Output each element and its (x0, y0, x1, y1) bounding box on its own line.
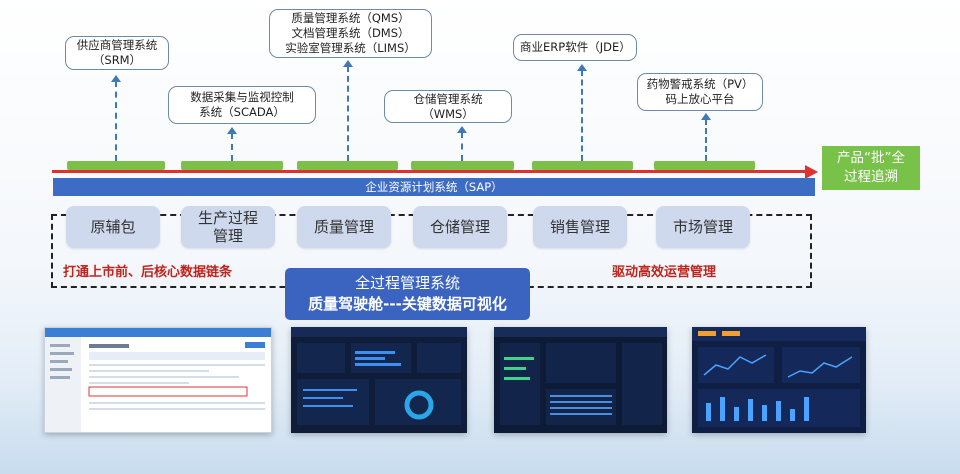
jde-arrow (581, 70, 583, 161)
srm-line-2: （SRM） (92, 53, 142, 67)
wms-arrowhead-icon (457, 126, 467, 133)
scada-arrow (231, 133, 233, 161)
qms-system-box: 质量管理系统（QMS） 文档管理系统（DMS） 实验室管理系统（LIMS） (269, 9, 432, 58)
scada-arrowhead-icon (227, 127, 237, 134)
right-caption: 驱动高效运营管理 (612, 265, 717, 280)
qms-line-3: 实验室管理系统（LIMS） (285, 41, 416, 55)
srm-arrow (115, 81, 117, 161)
left-caption: 打通上市前、后核心数据链条 (63, 265, 233, 280)
pv-system-box: 药物警戒系统（PV） 码上放心平台 (637, 73, 763, 111)
module-marketing: 市场管理 (656, 206, 750, 248)
scada-line-1: 数据采集与监视控制 (190, 90, 294, 104)
qms-line-1: 质量管理系统（QMS） (291, 11, 410, 25)
module-sales: 销售管理 (533, 206, 627, 248)
central-line-1: 全过程管理系统 (354, 274, 460, 292)
central-system-box: 全过程管理系统 质量驾驶舱---关键数据可视化 (285, 268, 530, 320)
screenshot-2-art (291, 327, 467, 425)
module-raw-materials: 原辅包 (66, 206, 160, 248)
module-production-line-1: 生产过程 (197, 209, 258, 227)
module-warehouse: 仓储管理 (413, 206, 507, 248)
qms-line-2: 文档管理系统（DMS） (291, 26, 410, 40)
system-screenshot-3 (494, 327, 667, 433)
central-line-2: 质量驾驶舱---关键数据可视化 (308, 295, 507, 313)
jde-system-box: 商业ERP软件（JDE） (513, 34, 637, 61)
scada-line-2: 系统（SCADA） (199, 105, 285, 119)
green-bar-6 (654, 161, 755, 170)
screenshot-3-art (494, 327, 667, 425)
green-bar-2 (181, 161, 283, 170)
module-warehouse-label: 仓储管理 (429, 218, 490, 236)
product-traceability-box: 产品“批”全 过程追溯 (822, 146, 920, 190)
jde-arrowhead-icon (577, 64, 587, 71)
green-bar-3 (297, 161, 398, 170)
srm-system-box: 供应商管理系统 （SRM） (65, 36, 169, 70)
product-line-1: 产品“批”全 (837, 150, 905, 166)
module-production: 生产过程 管理 (181, 206, 275, 248)
traceability-arrow-line (52, 170, 807, 173)
system-screenshot-1 (44, 327, 272, 433)
module-quality: 质量管理 (297, 206, 391, 248)
traceability-arrowhead-icon (805, 165, 818, 179)
wms-line-1: 仓储管理系统（WMS） (413, 91, 483, 121)
green-bar-5 (532, 161, 633, 170)
sap-bar: 企业资源计划系统（SAP） (53, 178, 815, 196)
product-line-2: 过程追溯 (844, 169, 898, 185)
screenshot-1-art (45, 328, 271, 432)
qms-arrowhead-icon (343, 60, 353, 67)
module-raw-materials-label: 原辅包 (90, 218, 136, 236)
system-screenshot-4 (692, 327, 866, 433)
qms-arrow (347, 66, 349, 161)
pv-line-2: 码上放心平台 (665, 92, 735, 106)
srm-line-1: 供应商管理系统 (76, 38, 158, 52)
pv-line-1: 药物警戒系统（PV） (646, 77, 754, 91)
pv-arrow (705, 119, 707, 161)
screenshot-4-art (692, 327, 866, 427)
module-marketing-label: 市场管理 (672, 218, 733, 236)
module-quality-label: 质量管理 (313, 218, 374, 236)
wms-arrow (461, 132, 463, 161)
jde-line-1: 商业ERP软件（JDE） (520, 40, 631, 54)
green-bar-1 (67, 161, 165, 170)
module-sales-label: 销售管理 (549, 218, 610, 236)
system-screenshot-2 (291, 327, 467, 433)
pv-arrowhead-icon (701, 113, 711, 120)
green-bar-4 (411, 161, 514, 170)
wms-system-box: 仓储管理系统（WMS） (384, 90, 512, 123)
srm-arrowhead-icon (111, 75, 121, 82)
scada-system-box: 数据采集与监视控制 系统（SCADA） (168, 86, 316, 124)
module-production-line-2: 管理 (212, 227, 243, 245)
